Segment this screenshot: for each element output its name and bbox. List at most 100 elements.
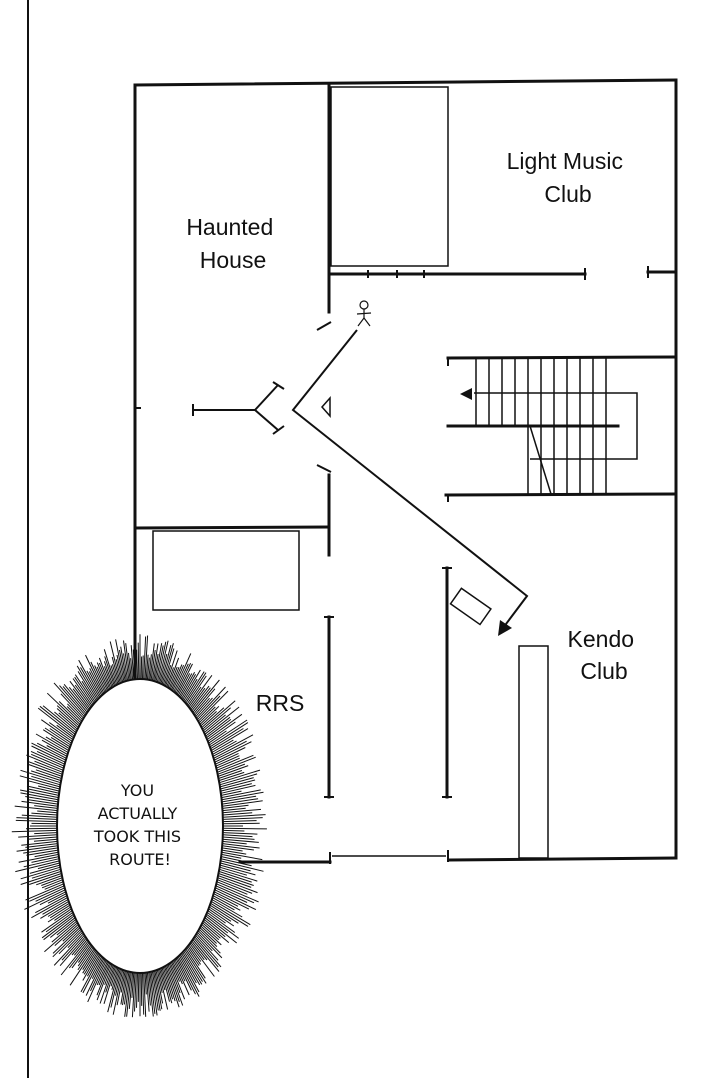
burst-ray bbox=[31, 753, 64, 769]
stair-steps bbox=[475, 358, 607, 495]
burst-ray bbox=[68, 686, 89, 712]
burst-ray bbox=[96, 666, 108, 691]
burst-ray bbox=[21, 814, 58, 818]
burst-ray bbox=[66, 706, 83, 722]
burst-ray bbox=[217, 763, 246, 775]
burst-ray bbox=[189, 687, 206, 709]
burst-ray bbox=[80, 667, 99, 699]
burst-ray bbox=[27, 780, 60, 790]
burst-ray bbox=[178, 673, 193, 697]
burst-ray bbox=[31, 745, 66, 763]
burst-ray bbox=[81, 680, 96, 703]
burst-ray bbox=[212, 740, 237, 755]
burst-ray bbox=[181, 953, 201, 986]
room-label-line: RRS bbox=[256, 690, 305, 716]
burst-ray bbox=[87, 960, 107, 1003]
burst-ray bbox=[222, 800, 263, 807]
burst-ray bbox=[216, 757, 240, 769]
burst-ray bbox=[41, 719, 73, 742]
burst-ray bbox=[187, 945, 202, 965]
room-label-haunted-house: Haunted House bbox=[186, 214, 279, 273]
burst-ray bbox=[105, 965, 115, 993]
burst-ray bbox=[221, 790, 242, 796]
burst-ray bbox=[192, 679, 220, 713]
burst-ray bbox=[20, 792, 59, 801]
burst-ray bbox=[221, 853, 242, 859]
room-label-kendo-club: Kendo Club bbox=[568, 626, 641, 684]
burst-ray bbox=[25, 843, 58, 848]
burst-ray bbox=[15, 819, 58, 823]
burst-ray bbox=[124, 971, 131, 1017]
burst-ray bbox=[220, 779, 256, 790]
burst-ray bbox=[219, 868, 258, 882]
burst-ray bbox=[143, 972, 147, 1017]
burst-ray bbox=[59, 685, 86, 716]
burst-ray bbox=[156, 641, 167, 683]
burst-ray bbox=[169, 667, 180, 690]
burst-ray bbox=[221, 795, 257, 803]
burst-ray bbox=[47, 906, 71, 923]
burst-ray bbox=[209, 906, 232, 922]
burst-ray bbox=[222, 827, 267, 830]
burst-ray bbox=[25, 883, 64, 901]
speech-line: YOU bbox=[120, 781, 154, 800]
burst-ray bbox=[213, 741, 252, 761]
burst-ray bbox=[26, 849, 59, 856]
burst-ray bbox=[40, 900, 69, 919]
burst-ray bbox=[26, 788, 59, 796]
burst-ray bbox=[209, 722, 249, 748]
burst-ray bbox=[214, 747, 246, 763]
burst-ray bbox=[109, 641, 121, 684]
burst-ray bbox=[77, 944, 92, 963]
burst-ray bbox=[220, 858, 252, 867]
burst-ray bbox=[72, 688, 90, 711]
burst-ray bbox=[69, 680, 91, 709]
burst-ray bbox=[210, 728, 244, 750]
burst-ray bbox=[111, 656, 120, 684]
burst-ray bbox=[214, 889, 257, 911]
burst-ray bbox=[197, 690, 229, 722]
burst-ray bbox=[218, 873, 254, 886]
burst-ray bbox=[90, 661, 106, 693]
burst-ray bbox=[78, 659, 101, 698]
burst-ray bbox=[222, 822, 260, 825]
burst-ray bbox=[222, 807, 246, 812]
burst-ray bbox=[52, 927, 81, 954]
speech-bubble-text: YOU ACTUALLY TOOK THIS ROUTE! bbox=[93, 781, 186, 869]
burst-ray bbox=[25, 827, 58, 830]
burst-ray bbox=[60, 693, 84, 719]
burst-ray bbox=[154, 970, 163, 1010]
burst-ray bbox=[182, 669, 201, 701]
burst-ray bbox=[168, 666, 178, 689]
burst-ray bbox=[220, 860, 264, 872]
burst-ray bbox=[26, 754, 64, 771]
burst-ray bbox=[137, 642, 140, 680]
burst-ray bbox=[18, 834, 58, 838]
burst-ray bbox=[207, 721, 236, 742]
burst-ray bbox=[123, 971, 130, 1005]
burst-ray bbox=[194, 697, 210, 716]
burst-ray bbox=[80, 955, 102, 993]
burst-ray bbox=[220, 784, 256, 794]
burst-ray bbox=[201, 707, 225, 728]
burst-ray bbox=[77, 945, 93, 967]
burst-ray bbox=[206, 719, 232, 739]
burst-ray bbox=[96, 961, 108, 986]
rrs-walls bbox=[152, 530, 334, 799]
burst-ray bbox=[206, 911, 236, 933]
burst-ray bbox=[155, 970, 164, 1004]
burst-ray bbox=[67, 703, 83, 721]
burst-ray bbox=[31, 812, 58, 816]
burst-ray bbox=[196, 933, 213, 952]
burst-ray bbox=[29, 885, 65, 902]
burst-ray bbox=[116, 654, 124, 683]
burst-ray bbox=[194, 936, 222, 968]
burst-ray bbox=[98, 662, 111, 690]
burst-ray bbox=[54, 924, 79, 946]
burst-ray bbox=[211, 899, 243, 918]
burst-ray bbox=[90, 959, 106, 992]
burst-ray bbox=[82, 953, 99, 981]
burst-ray bbox=[176, 957, 196, 995]
burst-ray bbox=[159, 968, 166, 991]
speech-bubble-body bbox=[56, 678, 224, 974]
